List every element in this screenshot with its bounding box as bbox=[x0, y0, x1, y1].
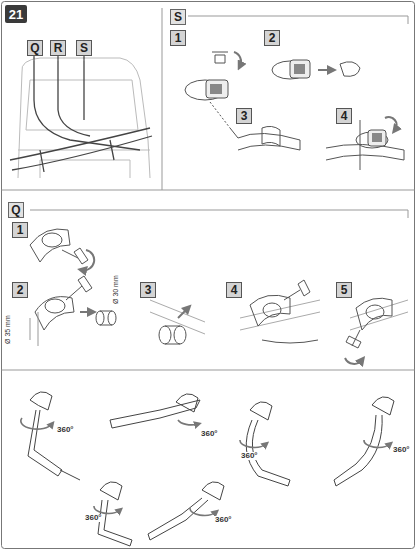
step-number: 1 bbox=[12, 222, 28, 238]
rotation-angle: 360° bbox=[240, 452, 259, 460]
part-letter: Q bbox=[27, 40, 43, 56]
rotation-angle: 360° bbox=[56, 426, 75, 434]
dimension: Ø 35 mm bbox=[4, 315, 11, 346]
section-letter: S bbox=[170, 9, 186, 25]
part-letter: R bbox=[50, 40, 66, 56]
dimension: Ø 30 mm bbox=[112, 275, 119, 306]
step-number: 4 bbox=[226, 282, 242, 298]
figure-number: 21 bbox=[5, 5, 27, 23]
rotation-angle: 360° bbox=[392, 446, 411, 454]
rotation-angle: 360° bbox=[84, 514, 103, 522]
step-number: 3 bbox=[140, 282, 156, 298]
step-number: 5 bbox=[336, 282, 352, 298]
rotation-angle: 360° bbox=[200, 430, 219, 438]
section-letter: Q bbox=[8, 202, 24, 218]
step-number: 4 bbox=[336, 108, 352, 124]
step-number: 1 bbox=[170, 30, 186, 46]
step-number: 3 bbox=[236, 108, 252, 124]
rotation-angle: 360° bbox=[214, 516, 233, 524]
part-letter: S bbox=[76, 40, 92, 56]
step-number: 2 bbox=[12, 282, 28, 298]
step-number: 2 bbox=[264, 30, 280, 46]
